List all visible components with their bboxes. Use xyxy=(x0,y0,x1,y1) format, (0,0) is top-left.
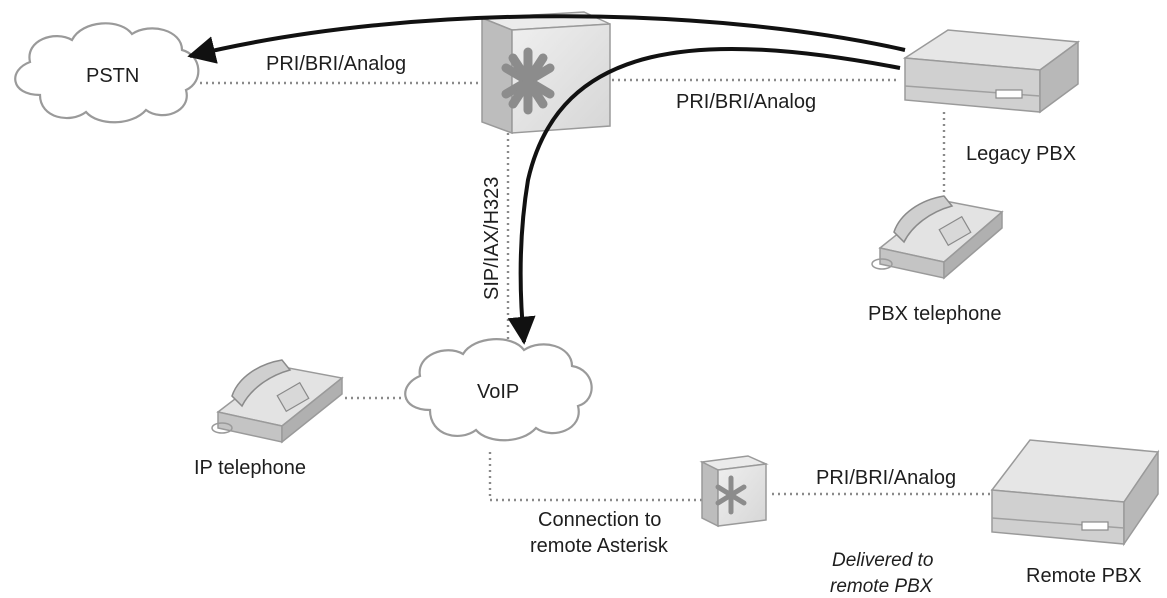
arrow-legacy-to-voip xyxy=(507,46,901,345)
remote-pbx-device xyxy=(990,439,1160,547)
voip-cloud xyxy=(404,338,593,442)
link-voip-remote-asterisk xyxy=(488,452,702,502)
arrow-legacy-to-pstn xyxy=(187,14,906,64)
voip-label: VoIP xyxy=(477,381,519,403)
pbx-telephone-device xyxy=(871,195,1004,280)
remote-asterisk-star-icon xyxy=(715,475,747,515)
link-label-pstn-asterisk: PRI/BRI/Analog xyxy=(266,53,406,75)
remote-asterisk-server xyxy=(699,455,769,528)
note-connection-line2: remote Asterisk xyxy=(530,535,669,557)
link-label-asterisk-legacy: PRI/BRI/Analog xyxy=(676,91,816,113)
ip-telephone-device xyxy=(211,359,344,444)
remote-pbx-label: Remote PBX xyxy=(1026,565,1142,587)
note-delivered-line1: Delivered to xyxy=(832,550,933,571)
pstn-cloud xyxy=(14,22,200,124)
pstn-label: PSTN xyxy=(86,65,139,87)
note-delivered-line2: remote PBX xyxy=(830,576,934,597)
link-label-asterisk-voip: SIP/IAX/H323 xyxy=(481,177,503,300)
asterisk-server xyxy=(481,11,611,135)
link-label-remote: PRI/BRI/Analog xyxy=(816,467,956,489)
asterisk-star-icon xyxy=(501,47,555,115)
legacy-pbx-label: Legacy PBX xyxy=(966,143,1076,165)
pbx-telephone-label: PBX telephone xyxy=(868,303,1001,325)
ip-telephone-label: IP telephone xyxy=(194,457,306,479)
note-connection-line1: Connection to xyxy=(538,509,661,531)
legacy-pbx-device xyxy=(902,29,1081,114)
